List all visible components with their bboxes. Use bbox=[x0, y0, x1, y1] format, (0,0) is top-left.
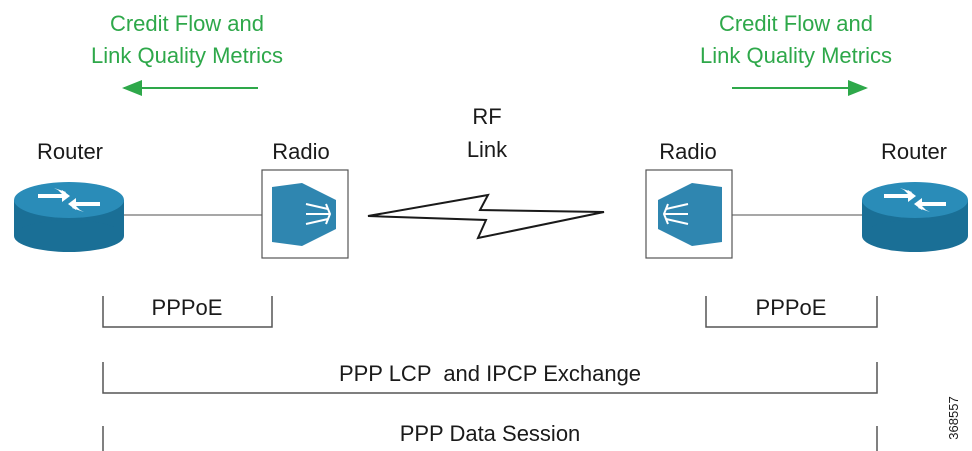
left-pppoe-bracket bbox=[102, 296, 273, 328]
left-metrics-line1: Credit Flow and bbox=[110, 11, 264, 36]
right-metrics-line1: Credit Flow and bbox=[719, 11, 873, 36]
right-metrics-line2: Link Quality Metrics bbox=[700, 43, 892, 68]
radio-icon bbox=[261, 169, 349, 259]
router-icon bbox=[862, 182, 968, 252]
left-radio-label: Radio bbox=[272, 139, 329, 164]
lightning-link-icon bbox=[367, 193, 605, 240]
lcp-label: PPP LCP and IPCP Exchange bbox=[339, 361, 641, 386]
right-pppoe-label: PPPoE bbox=[756, 295, 827, 320]
router-icon bbox=[14, 182, 124, 252]
right-pppoe-bracket bbox=[705, 296, 878, 328]
right-router-label: Router bbox=[881, 139, 947, 164]
data-session-label: PPP Data Session bbox=[400, 421, 581, 446]
rf-label-line1: RF bbox=[472, 104, 501, 129]
radio-icon bbox=[645, 169, 733, 259]
left-metrics-line2: Link Quality Metrics bbox=[91, 43, 283, 68]
left-router-label: Router bbox=[37, 139, 103, 164]
left-pppoe-label: PPPoE bbox=[152, 295, 223, 320]
lcp-bracket bbox=[102, 362, 878, 394]
figure-id: 368557 bbox=[946, 396, 961, 439]
right-radio-label: Radio bbox=[659, 139, 716, 164]
rf-label-line2: Link bbox=[467, 137, 508, 162]
